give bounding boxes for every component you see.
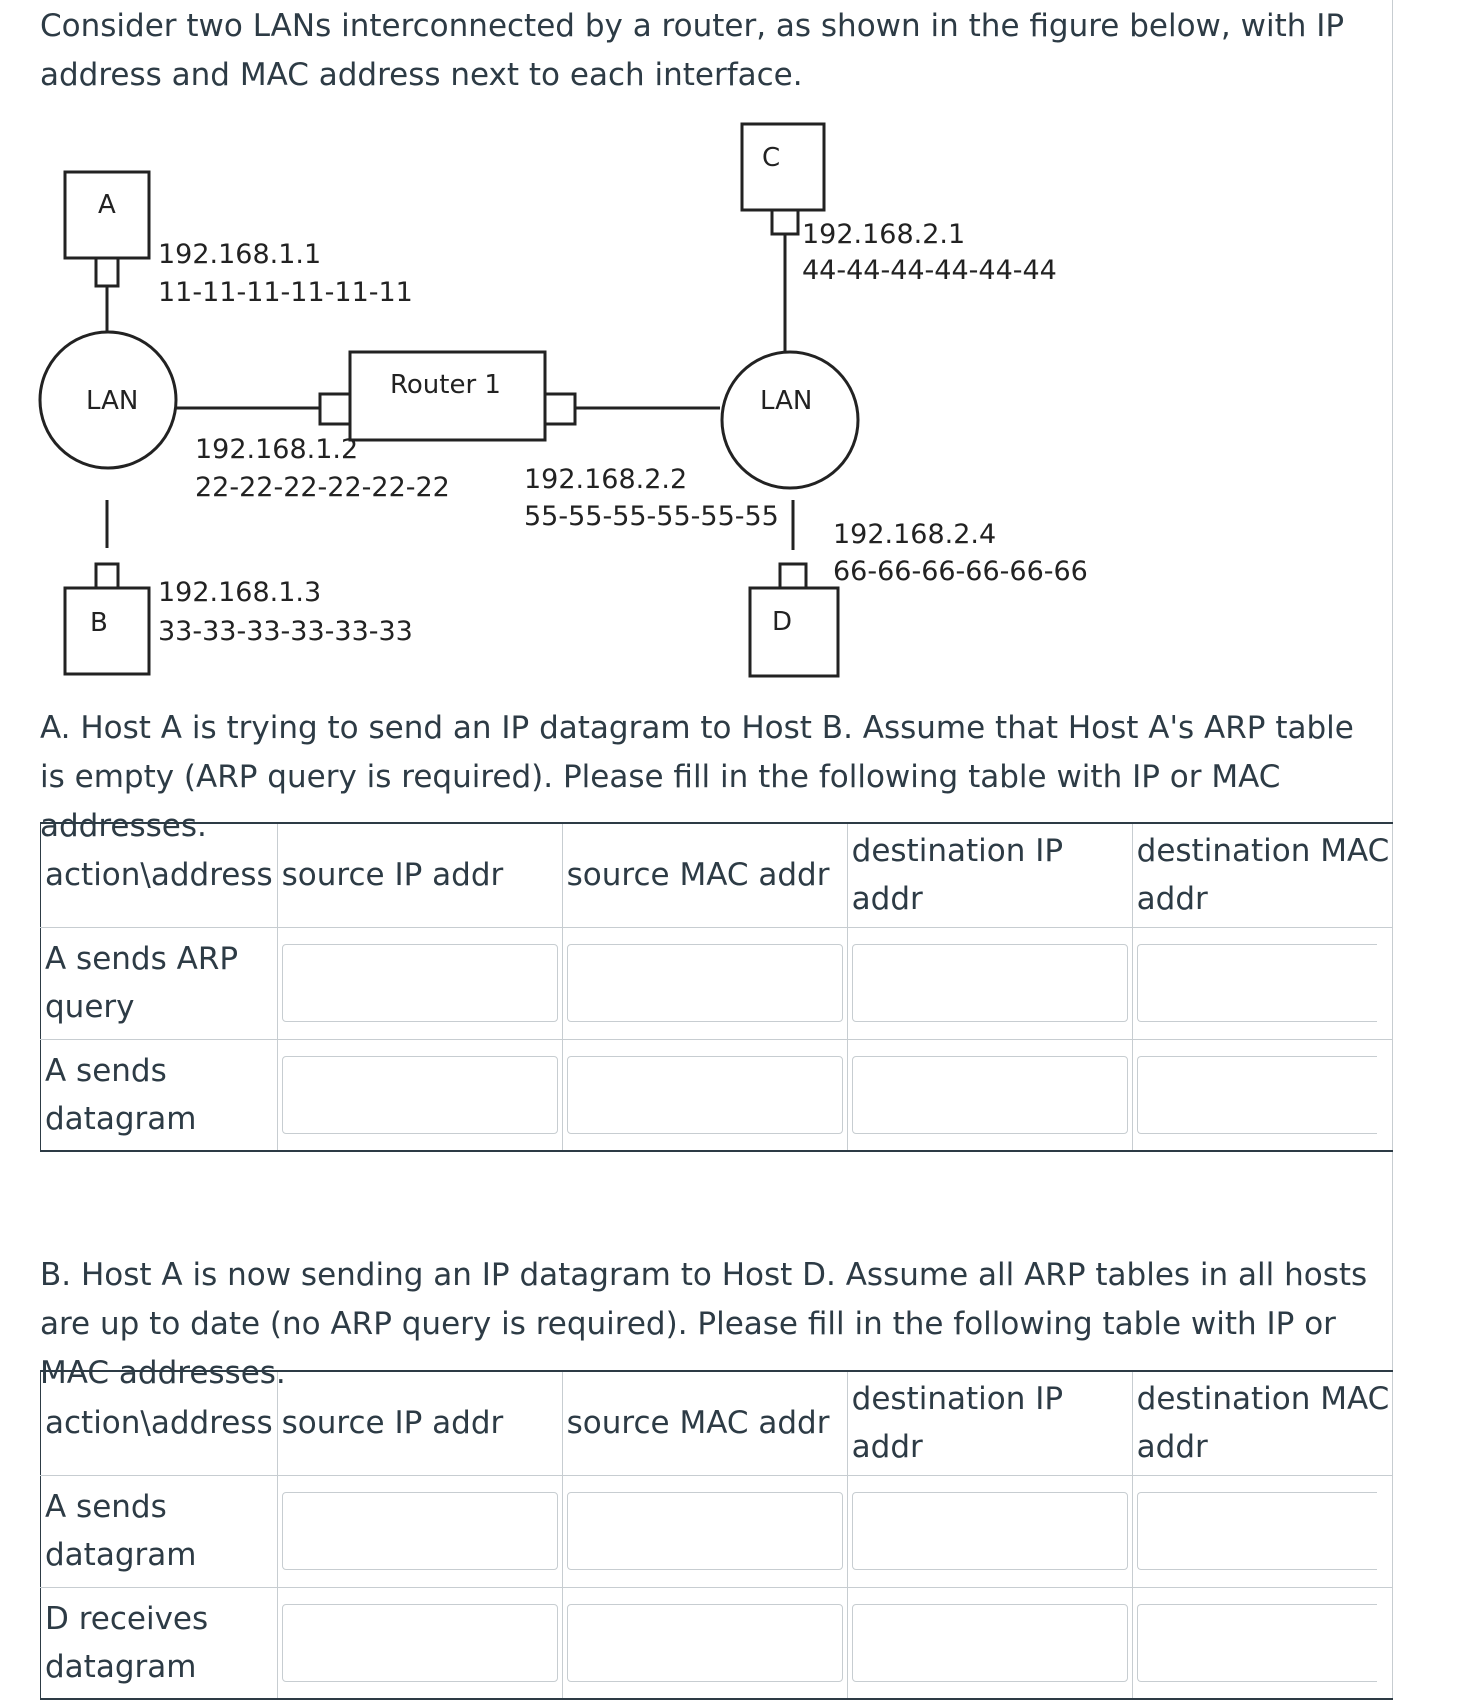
- table-row: A sends datagram: [40, 1474, 1394, 1588]
- router-left-interface: [318, 392, 352, 426]
- col-header-action: action\address: [40, 823, 278, 928]
- col-header-destination-mac: destination MAC addr: [1131, 823, 1394, 928]
- host-b-interface: [94, 562, 120, 590]
- row-label-a-sends-datagram: A sends datagram: [40, 1474, 278, 1588]
- col-header-source-mac: source MAC addr: [561, 823, 848, 928]
- router-left-ip: 192.168.1.2: [195, 434, 358, 465]
- host-d-interface: [778, 562, 808, 590]
- host-d-box: [748, 586, 840, 678]
- col-header-destination-mac-line1: destination MAC: [1136, 833, 1390, 870]
- a1-source-ip-input[interactable]: [281, 944, 558, 1022]
- host-c-interface: [770, 208, 800, 236]
- right-lan-label: LAN: [760, 386, 812, 416]
- router-right-interface: [543, 392, 577, 426]
- a1-destination-ip-input[interactable]: [851, 944, 1128, 1022]
- router-right-mac: 55-55-55-55-55-55: [524, 501, 779, 532]
- host-a-box: [63, 170, 151, 260]
- b1-source-mac-input[interactable]: [566, 1492, 843, 1570]
- col-header-destination-mac-line1: destination MAC: [1136, 1381, 1390, 1418]
- intro-text: Consider two LANs interconnected by a ro…: [40, 8, 1345, 93]
- table-row: A sends ARP query: [40, 926, 1394, 1040]
- host-a-interface: [94, 256, 120, 288]
- left-lan-label: LAN: [86, 386, 138, 416]
- b2-destination-mac-input[interactable]: [1136, 1603, 1377, 1682]
- host-d-mac: 66-66-66-66-66-66: [833, 556, 1088, 587]
- col-header-source-ip: source IP addr: [276, 1371, 563, 1476]
- b1-source-ip-input[interactable]: [281, 1492, 558, 1570]
- col-header-destination-ip: destination IP addr: [846, 823, 1133, 928]
- host-c-ip: 192.168.2.1: [802, 219, 965, 250]
- left-lan-circle: [38, 330, 178, 470]
- cell: [561, 1586, 848, 1699]
- cell: [561, 1038, 848, 1151]
- col-header-destination-mac-line2: addr: [1136, 881, 1208, 918]
- network-diagram: A 192.168.1.1 11-11-11-11-11-11 LAN B 19…: [38, 122, 1088, 678]
- cell: [276, 1038, 563, 1151]
- question-b-table: action\address source IP addr source MAC…: [40, 1370, 1394, 1700]
- cell: [1131, 1586, 1394, 1699]
- cell: [1131, 1474, 1394, 1588]
- cell: [276, 926, 563, 1040]
- host-b-ip: 192.168.1.3: [158, 577, 321, 608]
- host-d-ip: 192.168.2.4: [833, 519, 996, 550]
- col-header-source-ip: source IP addr: [276, 823, 563, 928]
- b2-source-ip-input[interactable]: [281, 1603, 558, 1682]
- a2-destination-ip-input[interactable]: [851, 1055, 1128, 1134]
- cell: [846, 1474, 1133, 1588]
- row-label-d-receives-datagram: D receives datagram: [40, 1586, 278, 1699]
- a1-source-mac-input[interactable]: [566, 944, 843, 1022]
- row-label-a-sends-datagram: A sends datagram: [40, 1038, 278, 1151]
- host-b-box: [63, 586, 151, 676]
- col-header-destination-mac-line2: addr: [1136, 1429, 1208, 1466]
- host-d-label: D: [772, 607, 792, 637]
- cell: [276, 1586, 563, 1699]
- host-c-mac: 44-44-44-44-44-44: [802, 255, 1057, 286]
- cell: [1131, 1038, 1394, 1151]
- cell: [846, 926, 1133, 1040]
- col-header-destination-mac: destination MAC addr: [1131, 1371, 1394, 1476]
- a2-source-ip-input[interactable]: [281, 1055, 558, 1134]
- router-left-mac: 22-22-22-22-22-22: [195, 472, 450, 503]
- router-label: Router 1: [390, 370, 501, 400]
- b2-source-mac-input[interactable]: [566, 1603, 843, 1682]
- col-header-source-mac: source MAC addr: [561, 1371, 848, 1476]
- question-a-table: action\address source IP addr source MAC…: [40, 822, 1394, 1152]
- question-a-text: A. Host A is trying to send an IP datagr…: [40, 710, 1354, 844]
- host-c-label: C: [762, 143, 780, 173]
- table-header-row: action\address source IP addr source MAC…: [40, 1371, 1394, 1476]
- host-a-ip: 192.168.1.1: [158, 239, 321, 270]
- host-b-label: B: [90, 608, 108, 638]
- router-right-ip: 192.168.2.2: [524, 464, 687, 495]
- host-a-label: A: [98, 190, 116, 220]
- cell: [276, 1474, 563, 1588]
- table-header-row: action\address source IP addr source MAC…: [40, 823, 1394, 928]
- a2-source-mac-input[interactable]: [566, 1055, 843, 1134]
- table-row: A sends datagram: [40, 1038, 1394, 1151]
- host-b-mac: 33-33-33-33-33-33: [158, 616, 413, 647]
- host-a-mac: 11-11-11-11-11-11: [158, 277, 413, 308]
- cell: [1131, 926, 1394, 1040]
- a2-destination-mac-input[interactable]: [1136, 1055, 1377, 1134]
- cell: [846, 1586, 1133, 1699]
- right-lan-circle: [720, 350, 860, 490]
- cell: [561, 1474, 848, 1588]
- b1-destination-ip-input[interactable]: [851, 1492, 1128, 1570]
- b2-destination-ip-input[interactable]: [851, 1603, 1128, 1682]
- host-c-box: [740, 122, 826, 212]
- a1-destination-mac-input[interactable]: [1136, 944, 1377, 1022]
- col-header-destination-ip: destination IP addr: [846, 1371, 1133, 1476]
- row-label-a-sends-arp-query: A sends ARP query: [40, 926, 278, 1040]
- cell: [846, 1038, 1133, 1151]
- cell: [561, 926, 848, 1040]
- col-header-action: action\address: [40, 1371, 278, 1476]
- table-row: D receives datagram: [40, 1586, 1394, 1699]
- b1-destination-mac-input[interactable]: [1136, 1492, 1377, 1570]
